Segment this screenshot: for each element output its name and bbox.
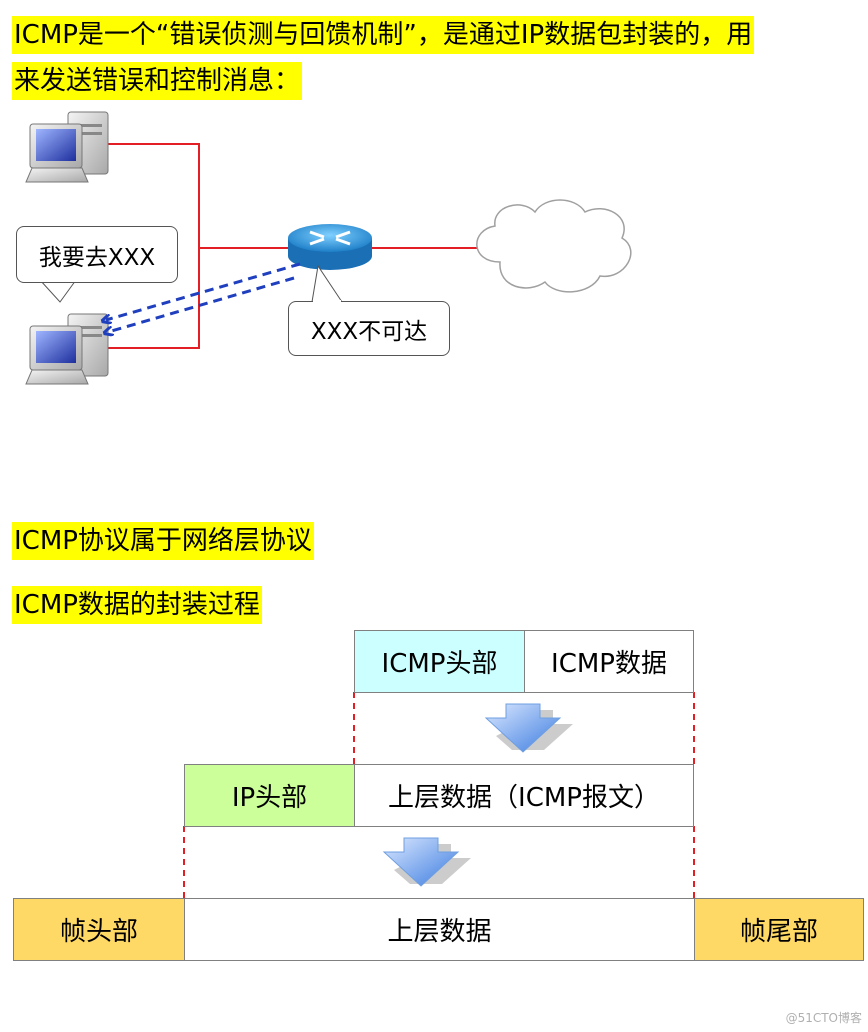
ip-payload-cell: 上层数据（ICMP报文） xyxy=(354,764,694,827)
internet-cloud-icon xyxy=(476,199,632,293)
icmp-reply-arrow xyxy=(106,262,301,320)
frame-payload-cell: 上层数据 xyxy=(184,898,695,961)
link-pc1 xyxy=(108,143,200,248)
network-diagram xyxy=(25,111,632,385)
icmp-reply-arrow xyxy=(108,276,295,332)
link-pc2 xyxy=(108,248,200,349)
computer-icon xyxy=(25,313,109,385)
sender-speech-bubble: 我要去XXX xyxy=(16,226,178,283)
ip-header-cell: IP头部 xyxy=(184,764,355,827)
icmp-header-cell: ICMP头部 xyxy=(354,630,525,693)
network-links xyxy=(108,143,478,349)
bubble-tail-join xyxy=(41,279,75,282)
frame-trailer-cell: 帧尾部 xyxy=(694,898,864,961)
watermark: @51CTO博客 xyxy=(785,1011,862,1025)
encapsulation-title: ICMP数据的封装过程 xyxy=(12,586,262,624)
router-speech-bubble: XXX不可达 xyxy=(288,301,450,356)
down-arrow-icon xyxy=(382,837,471,887)
intro-line-2: 来发送错误和控制消息： xyxy=(12,62,303,100)
bubble-tail xyxy=(311,264,343,303)
down-arrow-icon xyxy=(484,703,573,753)
bubble-tail-join xyxy=(313,300,341,303)
frame-header-cell: 帧头部 xyxy=(13,898,185,961)
bubble-tail xyxy=(39,279,77,303)
computer-icon xyxy=(25,111,109,183)
layer-note: ICMP协议属于网络层协议 xyxy=(12,522,314,560)
router-icon xyxy=(288,224,372,270)
intro-line-1: ICMP是一个“错误侦测与回馈机制”，是通过IP数据包封装的，用 xyxy=(12,16,755,54)
icmp-data-cell: ICMP数据 xyxy=(524,630,694,693)
